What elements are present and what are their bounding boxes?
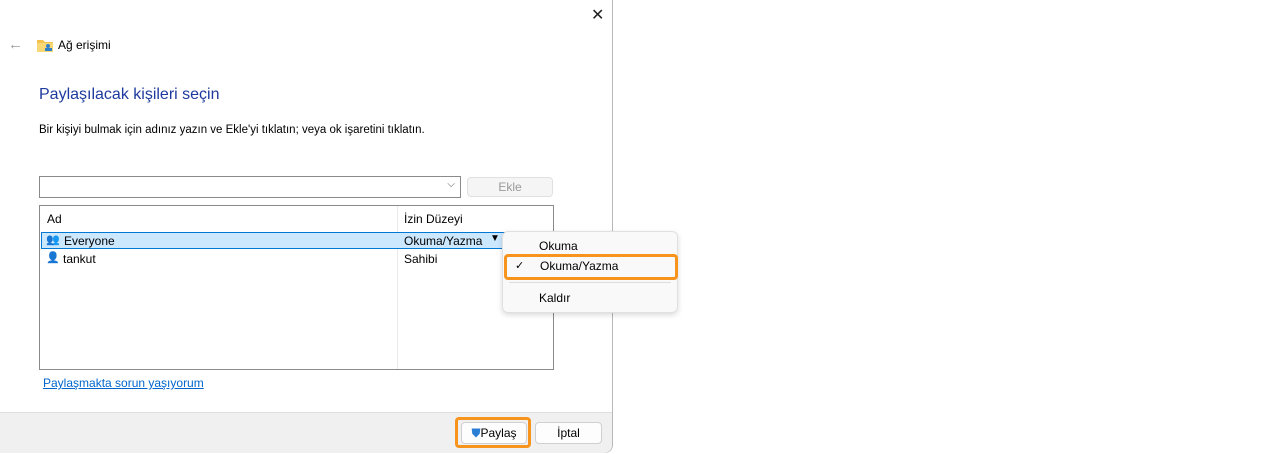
table-row[interactable]: 👤 tankut Sahibi <box>41 251 552 268</box>
row-permission: Sahibi <box>404 252 438 266</box>
window-title: Ağ erişimi <box>58 38 111 52</box>
cancel-button[interactable]: İptal <box>535 422 602 444</box>
instruction-text: Bir kişiyi bulmak için adınız yazın ve E… <box>39 124 425 136</box>
back-arrow-icon[interactable]: ← <box>8 36 23 53</box>
check-icon: ✓ <box>515 260 525 272</box>
help-link[interactable]: Paylaşmakta sorun yaşıyorum <box>43 376 204 390</box>
menu-item-read[interactable]: Okuma <box>539 239 578 253</box>
highlight-share <box>455 417 531 448</box>
permission-context-menu: Okuma ✓ Okuma/Yazma Kaldır <box>502 231 678 313</box>
add-button[interactable]: Ekle <box>467 177 553 197</box>
close-icon[interactable]: ✕ <box>591 7 605 24</box>
dropdown-arrow-icon[interactable]: ▼ <box>490 233 500 244</box>
menu-item-read-write[interactable]: ✓ Okuma/Yazma <box>504 254 678 280</box>
page-heading: Paylaşılacak kişileri seçin <box>39 86 220 103</box>
row-permission[interactable]: Okuma/Yazma <box>404 234 483 248</box>
column-header-name[interactable]: Ad <box>47 212 62 226</box>
uac-shield-icon: ⛊ <box>471 426 481 440</box>
group-users-icon: 👥 <box>46 234 60 246</box>
chevron-down-icon[interactable]: ⌵ <box>447 179 455 190</box>
user-icon: 👤 <box>46 252 60 264</box>
column-header-permission[interactable]: İzin Düzeyi <box>404 212 463 226</box>
menu-item-remove[interactable]: Kaldır <box>539 291 571 305</box>
share-list: Ad İzin Düzeyi 👥 Everyone Okuma/Yazma ▼ … <box>39 205 554 370</box>
table-row[interactable]: 👥 Everyone Okuma/Yazma ▼ <box>41 232 552 249</box>
network-folder-icon <box>37 40 53 52</box>
row-name: tankut <box>63 252 96 266</box>
name-combobox[interactable]: ⌵ <box>39 176 461 198</box>
share-label: Paylaş <box>480 426 517 440</box>
menu-item-label: Okuma/Yazma <box>540 259 619 273</box>
network-access-dialog: ✕ ← Ağ erişimi Paylaşılacak kişileri seç… <box>0 0 613 453</box>
share-button[interactable]: ⛊Paylaş <box>461 422 527 444</box>
menu-separator <box>509 282 671 283</box>
row-name: Everyone <box>64 234 115 248</box>
